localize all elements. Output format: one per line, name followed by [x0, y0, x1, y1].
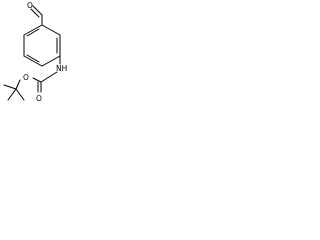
structure-canvas: O NH O O — [0, 0, 79, 144]
aldehyde-co-bond-inner — [30, 8, 40, 18]
structure-diagram: O NH O O — [3, 1, 67, 103]
aldehyde-co-bond — [32, 5, 43, 16]
ring-double-bond-3 — [26, 28, 40, 37]
ester-tbu-bond — [15, 79, 21, 90]
tbu-methyl-bond-3 — [15, 88, 25, 101]
carbamate-ester-bond — [32, 77, 42, 83]
amine-label: NH — [56, 64, 67, 73]
ring-double-bond-2 — [26, 54, 40, 63]
ring-bond-1 — [41, 24, 61, 36]
carbonyl-oxygen-label: O — [36, 94, 42, 103]
ester-oxygen-label: O — [23, 73, 29, 82]
tbu-methyl-bond-2 — [7, 88, 17, 101]
ring-bond-3 — [41, 55, 61, 67]
tbu-methyl-bond-1 — [3, 84, 17, 90]
n-carbonyl-bond — [40, 71, 58, 83]
aldehyde-oxygen-label: O — [27, 1, 33, 10]
ring-bond-4 — [23, 55, 43, 67]
ring-bond-6 — [23, 24, 43, 36]
